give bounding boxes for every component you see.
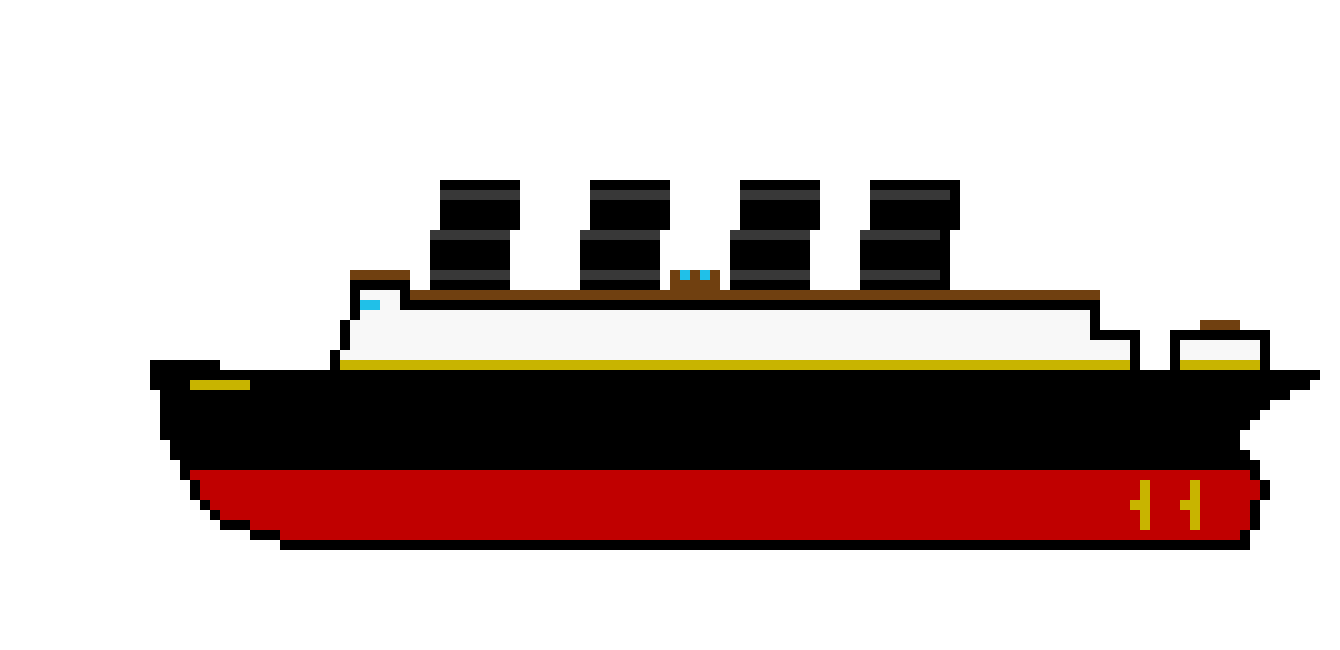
deck-stripe [340, 360, 1130, 370]
deckhouse-window-right [700, 270, 710, 280]
main-deck [410, 290, 1100, 300]
bridge-roof [350, 270, 410, 280]
funnel-1 [430, 180, 520, 290]
bridge-window [360, 300, 380, 310]
bow-stripe [190, 380, 250, 390]
hull-red [190, 470, 1260, 540]
stern-cabin [1170, 320, 1270, 370]
stern-cabin-roof [1200, 320, 1240, 330]
funnel-3 [730, 180, 820, 290]
deckhouse [670, 270, 720, 290]
funnels [430, 180, 960, 290]
deckhouse-window-left [680, 270, 690, 280]
funnel-2 [580, 180, 670, 290]
rudder-marks [1130, 480, 1200, 530]
superstructure-white [340, 290, 1130, 360]
funnel-4 [860, 180, 960, 290]
